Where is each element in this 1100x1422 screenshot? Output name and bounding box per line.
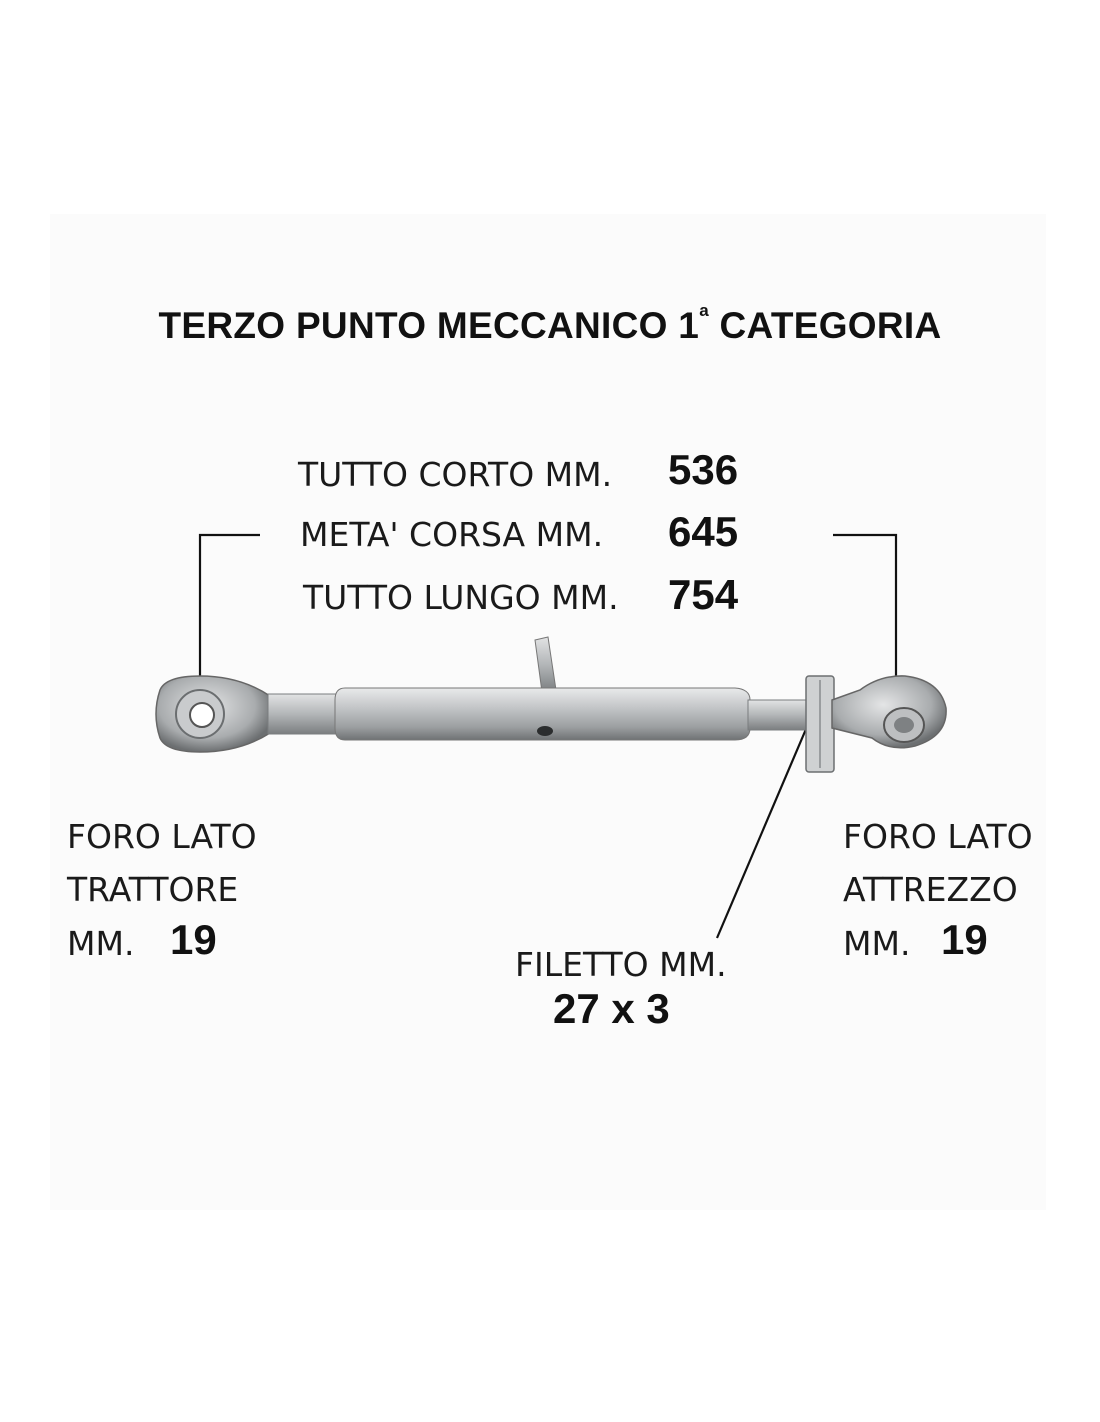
tractor-hole-unit: MM. [67,924,135,963]
right-eye [831,675,947,749]
title-main: TERZO PUNTO MECCANICO 1 [158,305,700,346]
implement-hole-line2: ATTREZZO [843,870,1018,909]
length-label-long: TUTTO LUNGO MM. [303,578,619,617]
length-label-mid: META' CORSA MM. [300,515,604,554]
page-title: TERZO PUNTO MECCANICO 1a CATEGORIA [0,301,1100,347]
right-rod [747,699,811,731]
length-value-long: 754 [668,571,739,618]
thread-label: FILETTO MM. [515,945,727,984]
lock-nut [805,675,835,773]
leader-line-left [198,533,260,712]
handle [534,636,557,693]
implement-hole-unit: MM. [843,924,911,963]
length-label-short: TUTTO CORTO MM. [298,455,613,494]
length-value-mid: 645 [668,508,739,555]
leader-line-right [833,533,898,700]
leader-lines [198,533,898,939]
length-value-short: 536 [668,446,739,493]
title-superscript: a [699,301,709,320]
implement-hole-line1: FORO LATO [843,817,1033,856]
title-suffix: CATEGORIA [708,305,942,346]
tractor-hole-line1: FORO LATO [67,817,257,856]
thread-value: 27 x 3 [553,985,670,1032]
main-tube [334,687,751,741]
leader-line-thread [715,721,811,939]
implement-hole-value: 19 [941,916,988,963]
left-eye [155,675,271,753]
tractor-hole-value: 19 [170,916,217,963]
tractor-hole-line2: TRATTORE [67,870,239,909]
